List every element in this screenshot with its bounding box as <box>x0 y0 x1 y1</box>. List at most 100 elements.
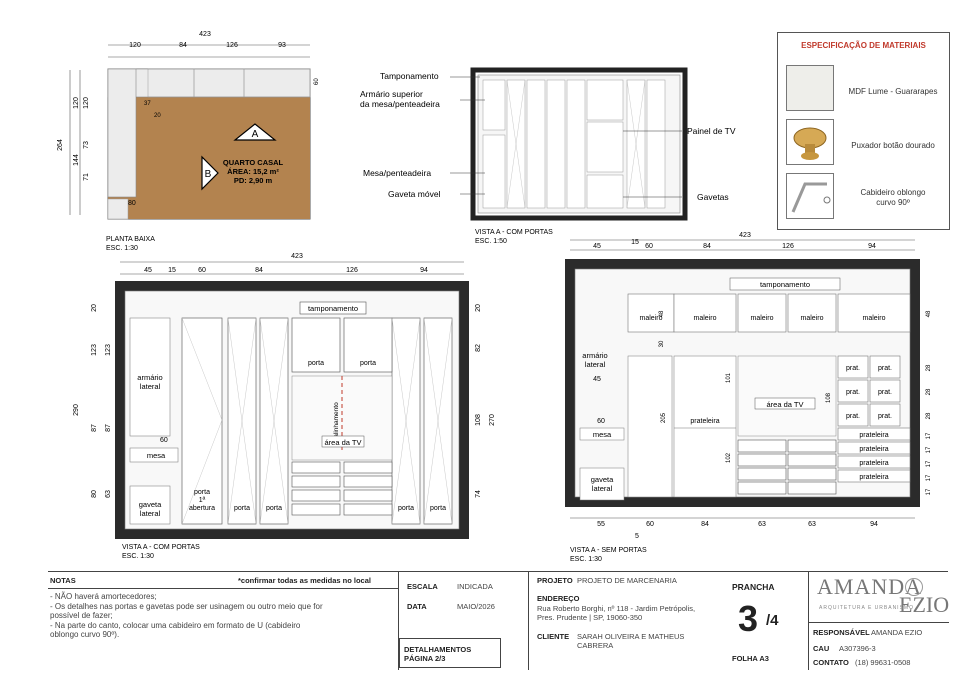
dim: 60 <box>597 418 605 425</box>
dim-total: 423 <box>739 232 751 239</box>
plan-dim: 120 <box>83 97 90 109</box>
gaveta-lateral-label: gaveta <box>139 500 162 509</box>
plan-dim: 93 <box>278 42 286 49</box>
dim: 17 <box>926 432 932 439</box>
dim: 74 <box>475 490 482 498</box>
materials-panel: ESPECIFICAÇÃO DE MATERIAIS MDF Lume - Gu… <box>777 32 950 230</box>
dim: 126 <box>346 267 358 274</box>
maleiro-label: maleiro <box>863 315 886 322</box>
contato-label: CONTATO <box>813 658 849 667</box>
dim: 94 <box>420 267 428 274</box>
notes-title: NOTAS <box>50 576 76 585</box>
dim: 84 <box>255 267 263 274</box>
folha-label: FOLHA A3 <box>732 654 769 663</box>
floor-plan: 423 120 84 126 93 264 120 120 73 144 71 … <box>57 31 320 252</box>
mesa-label: mesa <box>593 430 612 439</box>
dim: 80 <box>91 490 98 498</box>
prat-label: prat. <box>878 389 892 396</box>
dim: 60 <box>645 243 653 250</box>
dim: 63 <box>758 521 766 528</box>
maleiro-label: maleiro <box>751 315 774 322</box>
dim: 63 <box>808 521 816 528</box>
prancha-column: PRANCHA 3 /4 FOLHA A3 <box>718 572 808 670</box>
escala-value: INDICADA <box>457 582 493 591</box>
dim: 108 <box>826 392 832 403</box>
vista-small-caption: VISTA A - COM PORTAS <box>475 229 553 236</box>
material-rail-2: curvo 90º <box>876 198 910 207</box>
dim: 270 <box>489 414 496 426</box>
dim: 5 <box>635 533 639 540</box>
porta-1-label: porta <box>194 489 210 496</box>
plan-dim: 144 <box>73 154 80 166</box>
projeto-label: PROJETO <box>537 576 573 585</box>
cau-label: CAU <box>813 644 830 653</box>
dim: 17 <box>926 446 932 453</box>
prateleira-label: prateleira <box>859 446 888 453</box>
dim: 60 <box>646 521 654 528</box>
dim: 87 <box>105 424 112 432</box>
data-value: MAIO/2026 <box>457 602 495 611</box>
porta-label: porta <box>266 505 282 512</box>
dim: 290 <box>73 404 80 416</box>
area-tv-label: área da TV <box>325 438 362 447</box>
cliente-label: CLIENTE <box>537 632 570 641</box>
dim: 48 <box>926 310 932 317</box>
plan-dim: 71 <box>83 173 90 181</box>
marker-b: B <box>205 169 212 180</box>
gaveta-lateral-label: gaveta <box>591 475 614 484</box>
prateleira-label: prateleira <box>690 418 719 425</box>
note-line: - Os detalhes nas portas e gavetas pode … <box>50 601 323 611</box>
endereco-line2: Pres. Prudente | SP, 19060-350 <box>537 613 643 622</box>
dim: 60 <box>198 267 206 274</box>
armario-lateral-label: armário <box>582 351 607 360</box>
dim: 82 <box>475 344 482 352</box>
dim: 123 <box>105 344 112 356</box>
vista-small: Tamponamento Armário superior da mesa/pe… <box>360 67 736 245</box>
cau-value: A307396-3 <box>839 644 876 653</box>
prancha-total: /4 <box>766 612 779 629</box>
marker-a: A <box>252 129 259 140</box>
dim: 205 <box>661 412 667 423</box>
dim: 20 <box>475 304 482 312</box>
dim: 20 <box>91 304 98 312</box>
dim: 17 <box>926 474 932 481</box>
porta-label: porta <box>398 505 414 512</box>
vista-a-sem-portas: 423 45 15 60 84 126 94 tamponamento male… <box>565 232 932 563</box>
dim: 84 <box>703 243 711 250</box>
mesa-label: mesa <box>147 451 166 460</box>
prateleira-label: prateleira <box>859 474 888 481</box>
dim: 102 <box>726 452 732 463</box>
knob-swatch <box>786 119 834 165</box>
title-block: NOTAS *confirmar todas as medidas no loc… <box>48 571 949 670</box>
maleiro-label: maleiro <box>694 315 717 322</box>
callout-tamponamento: Tamponamento <box>380 71 439 81</box>
dim: 17 <box>926 460 932 467</box>
dim: 101 <box>726 372 732 383</box>
dim: 15 <box>168 267 176 274</box>
callout-painel: Painel de TV <box>687 126 736 136</box>
plan-dim: 80 <box>128 200 136 207</box>
dim: 28 <box>926 388 932 395</box>
detalhamentos-label: DETALHAMENTOS <box>404 645 472 654</box>
porta-1-label-3: abertura <box>189 505 215 512</box>
plan-dim: 126 <box>226 42 238 49</box>
dim: 30 <box>659 340 665 347</box>
note-line: possível de fazer; <box>50 611 113 620</box>
project-column: PROJETO PROJETO DE MARCENARIA ENDEREÇO R… <box>528 572 719 670</box>
note-line: oblongo curvo 90º). <box>50 630 120 639</box>
brand-column: AMANDA EZIO ARQUITETURA E URBANISMO RESP… <box>808 572 949 670</box>
callout-mesa: Mesa/penteadeira <box>363 168 431 178</box>
callout-gavetas: Gavetas <box>697 192 729 202</box>
area-tv-label: área da TV <box>767 400 804 409</box>
dim: 28 <box>926 412 932 419</box>
scale-column: ESCALA INDICADA DATA MAIO/2026 DETALHAME… <box>398 572 529 670</box>
dim: 87 <box>91 424 98 432</box>
armario-lateral-label: armário <box>137 373 162 382</box>
armario-lateral-label-2: lateral <box>140 382 161 391</box>
maleiro-label: maleiro <box>801 315 824 322</box>
gaveta-lateral-label-2: lateral <box>592 484 613 493</box>
vista-b-scale: ESC. 1:30 <box>570 556 602 563</box>
responsavel-value: AMANDA EZIO <box>871 628 923 637</box>
prat-label: prat. <box>846 389 860 396</box>
brand-name-2: EZIO <box>899 592 950 617</box>
